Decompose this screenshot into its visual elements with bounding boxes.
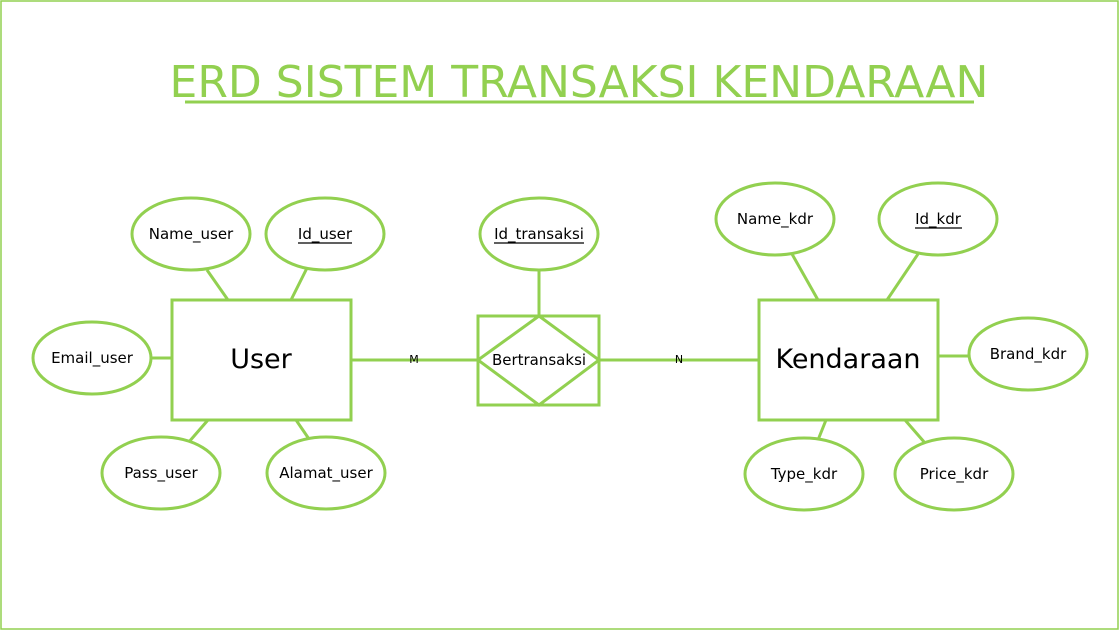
attribute-id-kdr[interactable]: Id_kdr <box>877 181 999 257</box>
attribute-name-kdr-label: Name_kdr <box>737 210 814 229</box>
attribute-pass-user-ellipse <box>100 435 222 511</box>
attribute-price-kdr-label: Price_kdr <box>920 465 989 484</box>
attribute-id-user-ellipse <box>264 196 386 272</box>
attribute-id-transaksi-label: Id_transaksi <box>494 225 584 244</box>
attribute-id-transaksi-ellipse <box>478 196 600 272</box>
relationship-bertransaksi[interactable]: Bertransaksi <box>475 314 602 407</box>
attribute-id-user[interactable]: Id_user <box>264 196 386 272</box>
attribute-price-kdr[interactable]: Price_kdr <box>893 436 1015 512</box>
attribute-price-kdr-ellipse <box>893 436 1015 512</box>
entity-kendaraan-box <box>757 298 940 422</box>
attribute-email-user[interactable]: Email_user <box>31 320 153 396</box>
diagram-title: ERD SISTEM TRANSAKSI KENDARAAN <box>170 57 989 108</box>
attribute-id-kdr-ellipse <box>877 181 999 257</box>
attribute-id-transaksi[interactable]: Id_transaksi <box>478 196 600 272</box>
link-price-kdr <box>903 419 927 444</box>
link-type-kdr <box>816 419 828 441</box>
attribute-brand-kdr[interactable]: Brand_kdr <box>967 316 1089 392</box>
link-name-user <box>205 269 230 301</box>
attribute-id-kdr-label: Id_kdr <box>915 210 962 229</box>
attribute-name-user-label: Name_user <box>149 225 234 244</box>
attribute-id-user-label: Id_user <box>298 225 353 244</box>
attribute-alamat-user-label: Alamat_user <box>279 464 373 483</box>
attribute-email-user-ellipse <box>31 320 153 396</box>
entity-user-box <box>170 298 353 422</box>
link-name-kdr <box>790 253 820 301</box>
attribute-type-kdr-label: Type_kdr <box>770 465 838 484</box>
relationship-label: Bertransaksi <box>492 351 586 369</box>
attribute-type-kdr-ellipse <box>743 436 865 512</box>
entity-kendaraan[interactable]: Kendaraan <box>757 298 940 422</box>
entity-user-label: User <box>230 344 292 375</box>
link-pass-user <box>186 419 210 444</box>
entity-kendaraan-label: Kendaraan <box>775 344 920 375</box>
attribute-alamat-user[interactable]: Alamat_user <box>265 435 387 511</box>
link-id-user <box>289 267 309 301</box>
attribute-email-user-label: Email_user <box>51 349 134 368</box>
connector-lines <box>152 253 970 444</box>
attribute-brand-kdr-label: Brand_kdr <box>990 345 1067 364</box>
attribute-pass-user-label: Pass_user <box>124 464 198 483</box>
attribute-name-user[interactable]: Name_user <box>130 196 252 272</box>
attribute-brand-kdr-ellipse <box>967 316 1089 392</box>
attribute-name-kdr-ellipse <box>714 181 836 257</box>
link-alamat-user <box>294 419 311 440</box>
relationship-diamond <box>475 314 602 407</box>
attribute-name-kdr[interactable]: Name_kdr <box>714 181 836 257</box>
attribute-type-kdr[interactable]: Type_kdr <box>743 436 865 512</box>
cardinality-left: M <box>409 353 419 366</box>
cardinality-right: N <box>675 353 683 366</box>
attribute-name-user-ellipse <box>130 196 252 272</box>
link-id-kdr <box>885 253 920 301</box>
attribute-pass-user[interactable]: Pass_user <box>100 435 222 511</box>
attribute-alamat-user-ellipse <box>265 435 387 511</box>
entity-user[interactable]: User <box>170 298 353 422</box>
